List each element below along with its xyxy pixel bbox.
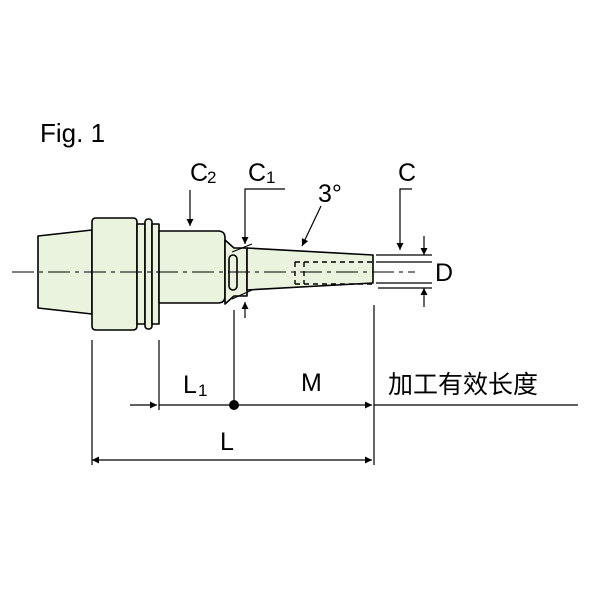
svg-text:2: 2 [207,168,216,187]
d-dimension [376,236,432,307]
c1-leader [241,188,285,244]
c1-label: C 1 [248,159,275,187]
svg-text:L: L [183,371,197,399]
c-label: C [398,159,416,187]
d-label: D [435,259,453,287]
l1-label: L 1 [183,371,207,400]
tool-holder-body [37,217,374,331]
taper-angle-leader [301,205,322,247]
c1-dimension-ticks [231,243,253,300]
svg-text:C: C [248,159,266,187]
c2-label: C 2 [190,159,216,187]
groove-ring-3 [151,223,160,325]
svg-text:C: C [190,159,208,187]
extension-lines [91,305,375,465]
groove-ring-2 [144,218,153,330]
gauge-point-dot [229,400,239,410]
groove-ring-1 [136,223,146,325]
svg-text:1: 1 [198,381,207,400]
taper-angle-label: 3° [318,180,342,208]
figure-caption: Fig. 1 [40,118,105,148]
effective-length-label: 加工有效长度 [388,371,538,399]
flange [91,217,138,331]
l-label: L [220,428,234,456]
m-label: M [301,369,322,397]
c-leader [396,188,412,250]
svg-text:1: 1 [266,168,275,187]
inner-bore [294,261,372,285]
main-body [158,230,226,304]
tapered-nose [246,247,374,291]
